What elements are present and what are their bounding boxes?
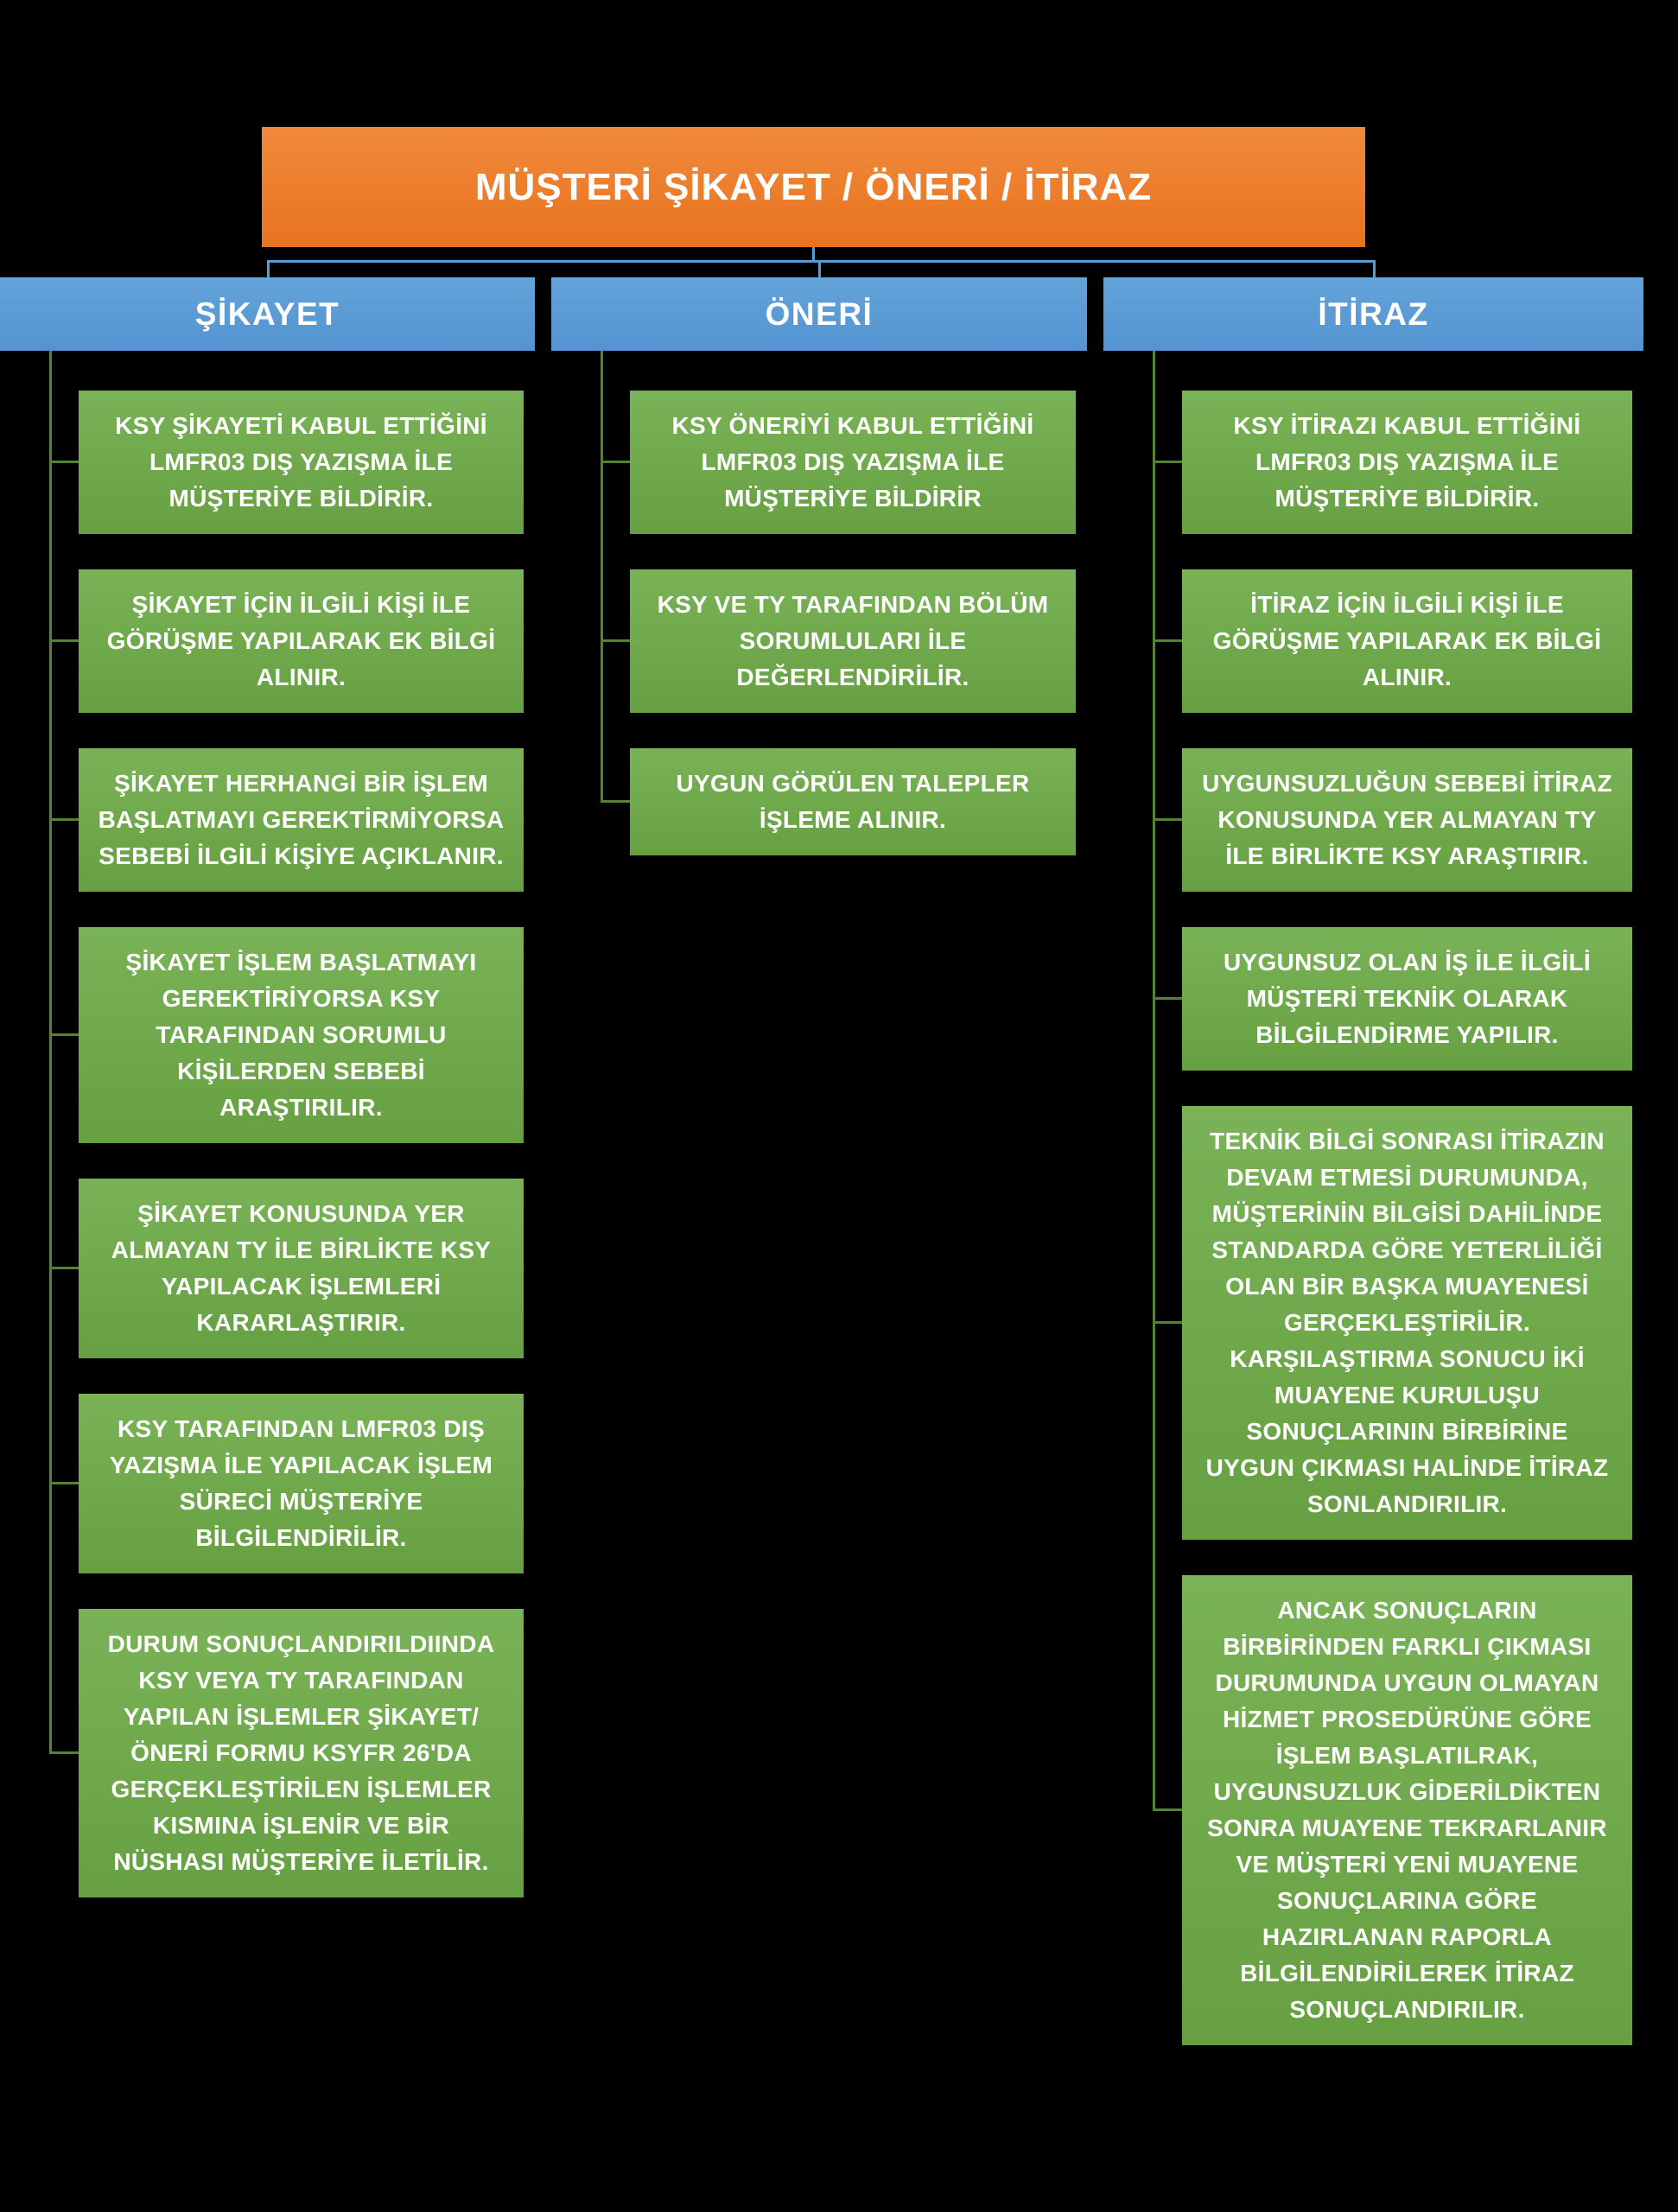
flow-step: KSY ŞİKAYETİ KABUL ETTİĞİNİ LMFR03 DIŞ Y… (79, 391, 524, 534)
connector-drop-sikayet (267, 260, 270, 277)
column-body-oneri: KSY ÖNERİYİ KABUL ETTİĞİNİ LMFR03 DIŞ YA… (551, 351, 1087, 855)
column-body-sikayet: KSY ŞİKAYETİ KABUL ETTİĞİNİ LMFR03 DIŞ Y… (0, 351, 535, 1897)
column-body-itiraz: KSY İTİRAZI KABUL ETTİĞİNİ LMFR03 DIŞ YA… (1103, 351, 1643, 2045)
flow-step: DURUM SONUÇLANDIRILDIINDA KSY VEYA TY TA… (79, 1609, 524, 1897)
main-title: MÜŞTERİ ŞİKAYET / ÖNERİ / İTİRAZ (262, 127, 1365, 247)
connector-drop-itiraz (1373, 260, 1376, 277)
connector-title-stub (812, 247, 815, 262)
flow-step-row: TEKNİK BİLGİ SONRASI İTİRAZIN DEVAM ETME… (1153, 1106, 1632, 1540)
flow-step: KSY ÖNERİYİ KABUL ETTİĞİNİ LMFR03 DIŞ YA… (630, 391, 1076, 534)
flow-step: UYGUNSUZ OLAN İŞ İLE İLGİLİ MÜŞTERİ TEKN… (1182, 927, 1632, 1071)
connector-horizontal-line (267, 260, 1376, 263)
flow-step-row: KSY ÖNERİYİ KABUL ETTİĞİNİ LMFR03 DIŞ YA… (601, 391, 1076, 534)
flow-step-row: İTİRAZ İÇİN İLGİLİ KİŞİ İLE GÖRÜŞME YAPI… (1153, 569, 1632, 713)
column-header-itiraz: İTİRAZ (1103, 277, 1643, 351)
connector-rail-oneri (601, 351, 603, 802)
column-header-oneri: ÖNERİ (551, 277, 1087, 351)
column-sikayet: ŞİKAYET KSY ŞİKAYETİ KABUL ETTİĞİNİ LMFR… (0, 277, 535, 1933)
flow-step-row: KSY VE TY TARAFINDAN BÖLÜM SORUMLULARI İ… (601, 569, 1076, 713)
flow-step-row: KSY İTİRAZI KABUL ETTİĞİNİ LMFR03 DIŞ YA… (1153, 391, 1632, 534)
column-itiraz: İTİRAZ KSY İTİRAZI KABUL ETTİĞİNİ LMFR03… (1103, 277, 1643, 2081)
flow-step-row: ŞİKAYET İÇİN İLGİLİ KİŞİ İLE GÖRÜŞME YAP… (49, 569, 524, 713)
flow-step-row: ŞİKAYET KONUSUNDA YER ALMAYAN TY İLE BİR… (49, 1179, 524, 1358)
connector-rail-sikayet (49, 351, 52, 1753)
connector-drop-oneri (818, 260, 821, 277)
flow-step: UYGUN GÖRÜLEN TALEPLER İŞLEME ALINIR. (630, 748, 1076, 855)
flow-step: TEKNİK BİLGİ SONRASI İTİRAZIN DEVAM ETME… (1182, 1106, 1632, 1540)
flow-step: ŞİKAYET İÇİN İLGİLİ KİŞİ İLE GÖRÜŞME YAP… (79, 569, 524, 713)
flow-step-row: DURUM SONUÇLANDIRILDIINDA KSY VEYA TY TA… (49, 1609, 524, 1897)
flow-step: KSY TARAFINDAN LMFR03 DIŞ YAZIŞMA İLE YA… (79, 1394, 524, 1573)
flow-step-row: KSY TARAFINDAN LMFR03 DIŞ YAZIŞMA İLE YA… (49, 1394, 524, 1573)
flow-step: ANCAK SONUÇLARIN BİRBİRİNDEN FARKLI ÇIKM… (1182, 1575, 1632, 2045)
flow-step: ŞİKAYET KONUSUNDA YER ALMAYAN TY İLE BİR… (79, 1179, 524, 1358)
flow-step-row: ŞİKAYET HERHANGİ BİR İŞLEM BAŞLATMAYI GE… (49, 748, 524, 892)
flow-step: ŞİKAYET İŞLEM BAŞLATMAYI GEREKTİRİYORSA … (79, 927, 524, 1143)
column-oneri: ÖNERİ KSY ÖNERİYİ KABUL ETTİĞİNİ LMFR03 … (551, 277, 1087, 891)
column-header-sikayet: ŞİKAYET (0, 277, 535, 351)
flow-step-row: UYGUNSUZ OLAN İŞ İLE İLGİLİ MÜŞTERİ TEKN… (1153, 927, 1632, 1071)
connector-rail-itiraz (1153, 351, 1155, 1810)
flow-step-row: ŞİKAYET İŞLEM BAŞLATMAYI GEREKTİRİYORSA … (49, 927, 524, 1143)
flow-step-row: ANCAK SONUÇLARIN BİRBİRİNDEN FARKLI ÇIKM… (1153, 1575, 1632, 2045)
flow-step: KSY VE TY TARAFINDAN BÖLÜM SORUMLULARI İ… (630, 569, 1076, 713)
flow-step-row: KSY ŞİKAYETİ KABUL ETTİĞİNİ LMFR03 DIŞ Y… (49, 391, 524, 534)
flow-step: UYGUNSUZLUĞUN SEBEBİ İTİRAZ KONUSUNDA YE… (1182, 748, 1632, 892)
flow-step: İTİRAZ İÇİN İLGİLİ KİŞİ İLE GÖRÜŞME YAPI… (1182, 569, 1632, 713)
flow-step: KSY İTİRAZI KABUL ETTİĞİNİ LMFR03 DIŞ YA… (1182, 391, 1632, 534)
flow-step-row: UYGUN GÖRÜLEN TALEPLER İŞLEME ALINIR. (601, 748, 1076, 855)
flow-step-row: UYGUNSUZLUĞUN SEBEBİ İTİRAZ KONUSUNDA YE… (1153, 748, 1632, 892)
flow-step: ŞİKAYET HERHANGİ BİR İŞLEM BAŞLATMAYI GE… (79, 748, 524, 892)
